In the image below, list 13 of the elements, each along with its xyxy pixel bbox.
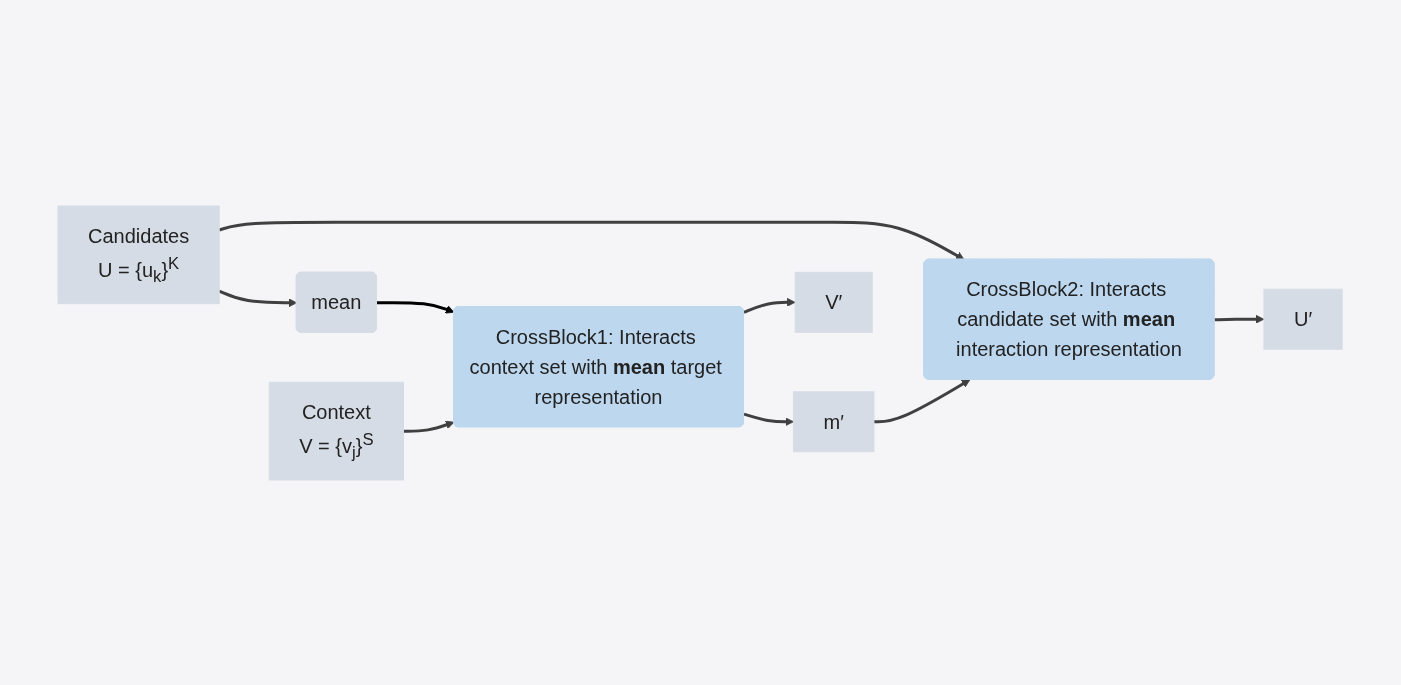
- arrow: [874, 378, 971, 423]
- arrow: [219, 220, 965, 260]
- node-box: Context V = {v$_{j}$}$^{S}$: [269, 381, 405, 480]
- node-box: V′: [795, 271, 874, 333]
- node-box: Candidates U = {u$_{k}$}$^{K}$: [57, 205, 221, 304]
- arrow: [743, 297, 796, 314]
- arrow: [1214, 314, 1265, 324]
- arrow: [403, 420, 455, 433]
- arrow: [744, 412, 795, 426]
- arrow: [377, 300, 455, 313]
- arrow: [219, 289, 298, 307]
- node-box: m′: [793, 390, 875, 452]
- node-box: U′: [1263, 288, 1344, 350]
